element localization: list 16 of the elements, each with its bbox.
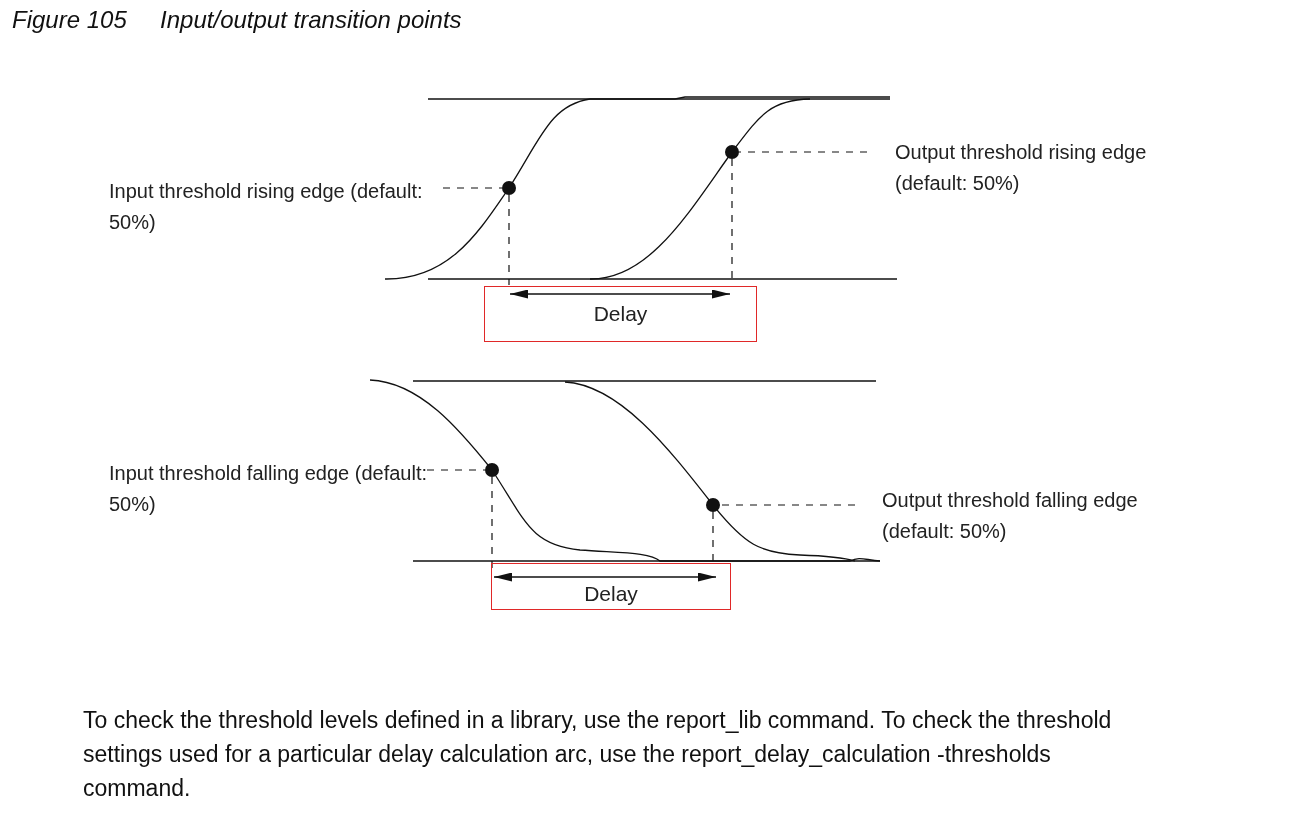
threshold-label: Input threshold falling edge (default: 50%) — [109, 458, 427, 520]
threshold-point — [725, 145, 739, 159]
delay-label: Delay — [484, 286, 757, 342]
threshold-point — [485, 463, 499, 477]
threshold-label: Input threshold rising edge (default: 50%) — [109, 176, 443, 238]
figure-title: Figure 105 Input/output transition points — [12, 6, 462, 34]
delay-label: Delay — [491, 563, 731, 610]
leader-line — [738, 151, 868, 153]
threshold-label: Output threshold rising edge (default: 50%) — [867, 137, 1197, 199]
threshold-label: Output threshold falling edge (default: 50%) — [855, 485, 1195, 547]
threshold-point — [706, 498, 720, 512]
threshold-point — [502, 181, 516, 195]
leader-line — [719, 504, 856, 506]
leader-line — [442, 187, 503, 189]
caption-paragraph: To check the threshold levels defined in a library, use the report_lib command. To check the threshold settings used for a particular delay calculation arc, use the report_delay_calculation -thresholds command. — [83, 706, 1113, 803]
leader-line — [426, 469, 486, 471]
